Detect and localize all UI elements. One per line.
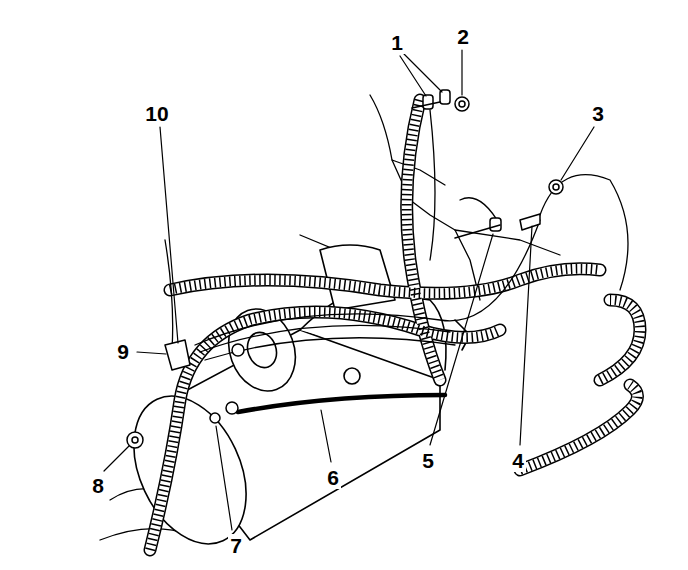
callout-number: 2 [455,25,471,48]
callout-number: 6 [325,466,341,489]
battery-cable [238,395,445,412]
callout-number: 5 [420,449,436,472]
callout-number: 1 [389,31,405,54]
leader-lines [104,50,594,530]
callout-number: 10 [143,102,170,125]
callout-number: 4 [510,449,526,472]
callout-number: 7 [228,534,244,557]
callout-number: 8 [90,474,106,497]
callout-number: 9 [115,340,131,363]
thin-wires [165,110,628,360]
callout-number: 3 [590,102,606,125]
terminals-and-nuts [127,90,563,448]
wiring-conduits [150,100,640,550]
